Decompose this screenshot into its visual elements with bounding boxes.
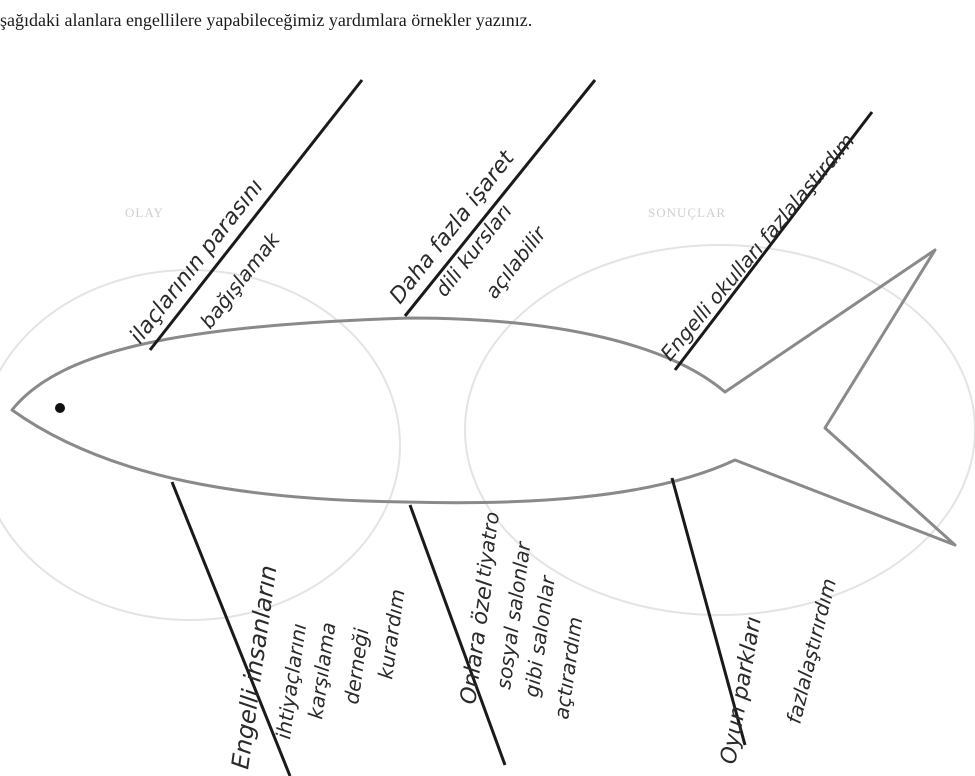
- bone-text-bottom-1-line-5: kurardım: [373, 588, 409, 681]
- bone-text-bottom-1-line-2: ihtiyaçlarını: [271, 622, 311, 741]
- fish-eye: [55, 403, 65, 413]
- bone-text-bottom-2-line-2: tiyatro: [471, 510, 504, 578]
- bone-text-bottom-2-line-5: açtırardım: [549, 615, 587, 720]
- bone-text-bottom-3-line-2: fazlalaştırırdım: [782, 576, 841, 726]
- bone-line-top-1: [150, 80, 362, 350]
- bone-text-bottom-1-line-4: derneği: [339, 626, 373, 705]
- bone-text-bottom-3-line-1: Oyun parkları: [716, 615, 767, 766]
